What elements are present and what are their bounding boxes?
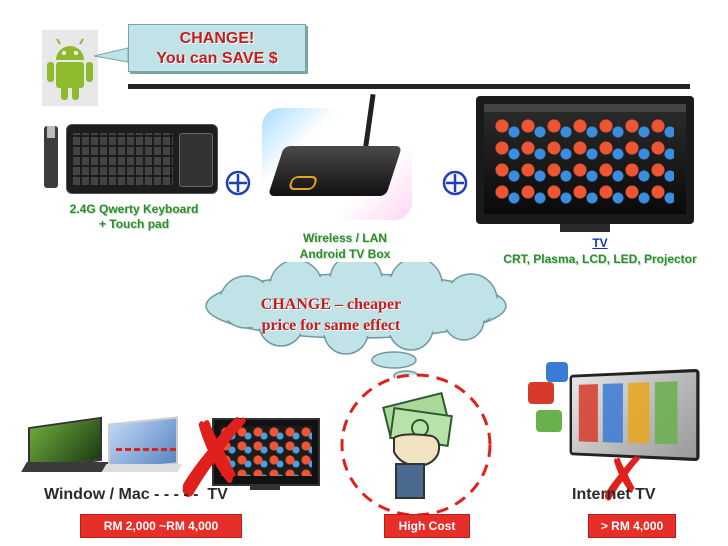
callout-line1: CHANGE! (179, 30, 255, 47)
dashed-connector (116, 448, 176, 451)
plus-circle-icon (225, 170, 251, 196)
money-hand-icon (372, 391, 462, 502)
window-mac-tv-label: Window / Mac - - - - - TV (44, 486, 228, 503)
price-badge-right: > RM 4,000 (588, 514, 676, 538)
desktop-tv-image (212, 418, 320, 486)
cross-icon: ✗ (598, 445, 649, 515)
tv-title[interactable]: TV (592, 236, 608, 250)
thought-cloud (205, 262, 507, 391)
callout-line2: You can SAVE $ (156, 50, 278, 67)
price-badge-left: RM 2,000 ~RM 4,000 (80, 514, 242, 538)
usb-dongle-plug (47, 126, 55, 138)
laptop-base (21, 462, 109, 472)
android-robot-icon (42, 30, 98, 106)
change-callout: CHANGE! You can SAVE $ (128, 24, 306, 72)
cloud-text: CHANGE – cheaper price for same effect (260, 296, 402, 334)
tv-box-label: Wireless / LAN Android TV Box (299, 231, 391, 261)
desktop-tv-stand (250, 484, 280, 490)
plus-circle-icon (442, 170, 468, 196)
callout-pointer (93, 47, 129, 63)
tv-stand (560, 224, 610, 232)
usb-dongle (44, 126, 58, 188)
keyboard-label: 2.4G Qwerty Keyboard + Touch pad (69, 202, 199, 231)
tv-box-image (267, 146, 403, 196)
android-tv-image (476, 96, 694, 224)
tv-subtitle: CRT, Plasma, LCD, LED, Projector (503, 252, 697, 266)
internet-tv-label: Internet TV (572, 486, 656, 503)
cross-icon: ✗ (170, 397, 261, 522)
internet-tv-image (522, 362, 700, 470)
divider-rule (128, 84, 690, 89)
price-badge-middle: High Cost (384, 514, 470, 538)
keyboard-image (66, 124, 218, 194)
